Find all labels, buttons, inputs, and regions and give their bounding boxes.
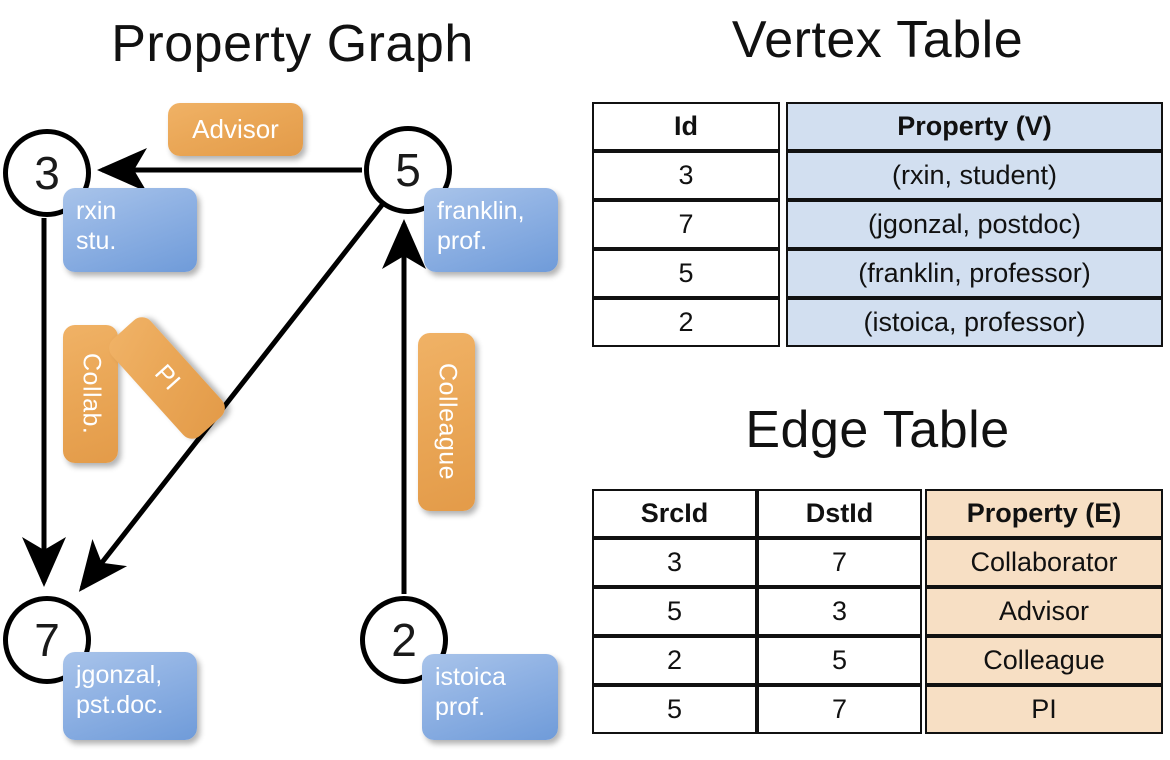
edge-cell-property: Collaborator (925, 538, 1163, 587)
edge-label-colleague: Colleague (418, 333, 475, 511)
edge-label-advisor: Advisor (168, 103, 303, 156)
table-row: Colleague (925, 636, 1163, 685)
vertex-cell-property: (franklin, professor) (786, 249, 1163, 298)
node-7-property-line1: jgonzal, (76, 661, 163, 689)
edge-cell-src: 3 (592, 538, 757, 587)
table-row: Advisor (925, 587, 1163, 636)
edge-label-colleague-text: Colleague (433, 363, 462, 481)
page-title-edge-table: Edge Table (745, 401, 1010, 459)
table-row: 5 3 (592, 587, 922, 636)
page-title-vertex-table: Vertex Table (731, 11, 1024, 69)
vertex-cell-id: 3 (592, 151, 780, 200)
table-row: 2 (592, 298, 780, 347)
vertex-cell-property: (jgonzal, postdoc) (786, 200, 1163, 249)
edge-table-property-column: Property (E) Collaborator Advisor Collea… (925, 489, 1163, 734)
node-property-box-5: franklin, prof. (424, 188, 558, 272)
edge-table-src-dst-columns: SrcId DstId 3 7 5 3 2 5 5 7 (592, 489, 922, 734)
vertex-cell-id: 7 (592, 200, 780, 249)
table-row: 3 7 (592, 538, 922, 587)
edge-cell-src: 5 (592, 685, 757, 734)
node-7-property-line2: pst.doc. (76, 690, 164, 719)
property-graph-panel: Property Graph 3 5 7 2 rxin stu. (3, 15, 558, 740)
edge-cell-dst: 5 (757, 636, 922, 685)
table-row: 7 (592, 200, 780, 249)
vertex-cell-property: (istoica, professor) (786, 298, 1163, 347)
node-property-box-3: rxin stu. (63, 188, 197, 272)
edge-header-srcid: SrcId (592, 489, 757, 538)
edge-5-to-7 (78, 203, 384, 592)
node-3-property-line1: rxin (76, 197, 117, 225)
node-2-property-line2: prof. (435, 692, 486, 721)
table-row: PI (925, 685, 1163, 734)
table-row: (jgonzal, postdoc) (786, 200, 1163, 249)
node-5-property-line2: prof. (437, 226, 488, 255)
edge-cell-dst: 3 (757, 587, 922, 636)
edge-label-collab-text: Collab. (77, 353, 106, 435)
node-2-property-line1: istoica (435, 663, 506, 691)
vertex-header-id: Id (592, 102, 780, 151)
table-row: 5 (592, 249, 780, 298)
table-header-row: Property (V) (786, 102, 1163, 151)
table-row: 2 5 (592, 636, 922, 685)
graph-node-5[interactable]: 5 (364, 126, 452, 214)
edge-cell-property: Colleague (925, 636, 1163, 685)
table-header-row: Id (592, 102, 780, 151)
table-header-row: SrcId DstId (592, 489, 922, 538)
edge-cell-src: 5 (592, 587, 757, 636)
table-row: (istoica, professor) (786, 298, 1163, 347)
vertex-cell-id: 2 (592, 298, 780, 347)
table-row: Collaborator (925, 538, 1163, 587)
edge-header-dstid: DstId (757, 489, 922, 538)
edge-cell-property: Advisor (925, 587, 1163, 636)
graph-node-2[interactable]: 2 (360, 596, 448, 684)
vertex-table-id-column: Id 3 7 5 2 (592, 102, 780, 347)
node-3-property-line2: stu. (76, 226, 117, 255)
table-row: (franklin, professor) (786, 249, 1163, 298)
table-header-row: Property (E) (925, 489, 1163, 538)
graph-edges-layer (22, 148, 426, 594)
node-property-box-7: jgonzal, pst.doc. (63, 652, 197, 740)
node-5-property-line1: franklin, (437, 197, 525, 225)
edge-cell-src: 2 (592, 636, 757, 685)
node-property-box-2: istoica prof. (422, 654, 558, 740)
table-row: 5 7 (592, 685, 922, 734)
edge-cell-dst: 7 (757, 685, 922, 734)
vertex-cell-property: (rxin, student) (786, 151, 1163, 200)
vertex-header-property: Property (V) (786, 102, 1163, 151)
edge-label-collab: Collab. (63, 325, 118, 463)
page-title-property-graph: Property Graph (111, 15, 474, 73)
vertex-table-property-column: Property (V) (rxin, student) (jgonzal, p… (786, 102, 1163, 347)
table-row: 3 (592, 151, 780, 200)
table-row: (rxin, student) (786, 151, 1163, 200)
edge-header-property: Property (E) (925, 489, 1163, 538)
edge-cell-dst: 7 (757, 538, 922, 587)
edge-cell-property: PI (925, 685, 1163, 734)
vertex-cell-id: 5 (592, 249, 780, 298)
